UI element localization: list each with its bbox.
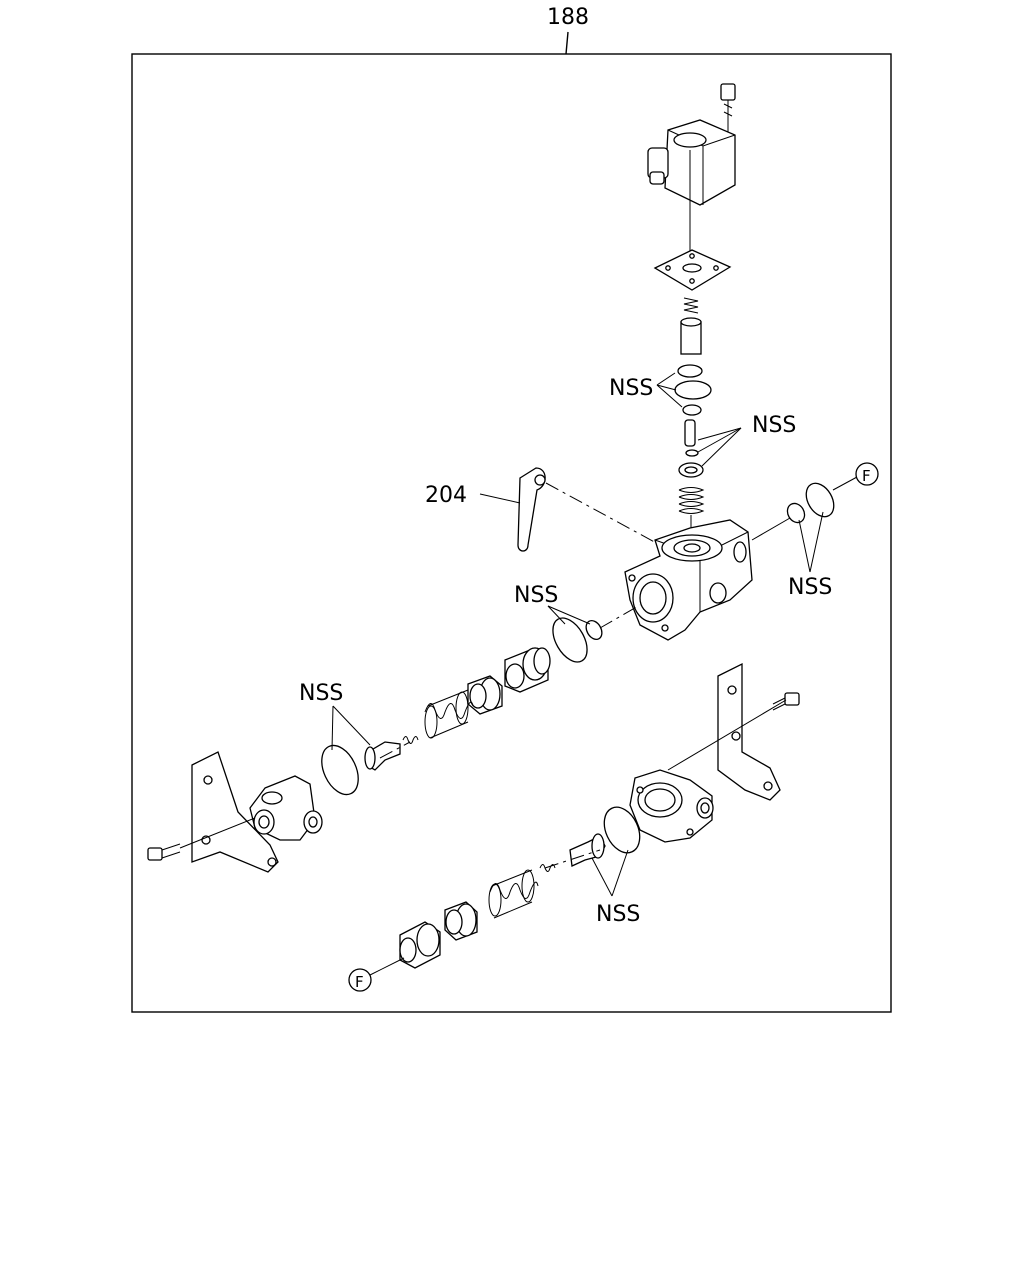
coil-spring-right-lower — [488, 869, 539, 919]
nss-leader — [547, 605, 566, 625]
square-gasket — [653, 249, 732, 291]
small-spring-top — [683, 297, 699, 314]
main-valve-body — [624, 519, 753, 641]
relay-valve-right — [629, 769, 714, 843]
coil-spring-upper — [678, 487, 705, 514]
ref-f-leader-lower — [369, 957, 405, 976]
diagram-frame — [131, 53, 892, 1013]
o-ring-upper-2 — [674, 380, 712, 400]
cup-seal-upper — [467, 675, 503, 715]
part-callout-204: 204 — [425, 483, 467, 508]
left-train-axis-line — [379, 741, 411, 759]
nss-leader — [332, 705, 371, 746]
nss-leader — [656, 372, 676, 386]
right-bolt-axis-line — [667, 699, 787, 771]
nss-leader — [701, 427, 742, 467]
assembly-leader-line — [565, 31, 569, 55]
ref-marker-f-lower — [348, 968, 372, 992]
plunger-sleeve — [680, 317, 702, 355]
nss-label-upper-left: NSS — [609, 376, 653, 401]
o-ring-upper-1 — [677, 364, 703, 378]
part-callout-leader — [479, 493, 521, 504]
nss-leader — [809, 511, 824, 573]
valve-pin — [684, 419, 696, 447]
nss-leader — [331, 705, 334, 751]
nss-leader — [656, 384, 683, 408]
small-seal-ring — [685, 449, 699, 457]
ref-marker-f-upper-text: F — [862, 467, 871, 485]
nss-leader — [611, 849, 629, 897]
nss-label-upper-right: NSS — [752, 413, 796, 438]
assembly-number-label: 188 — [547, 5, 589, 30]
o-ring-left-upper — [321, 744, 359, 796]
o-ring-right-large — [805, 482, 835, 518]
nss-label-right: NSS — [788, 575, 832, 600]
nss-label-middle: NSS — [514, 583, 558, 608]
o-ring-middle-small — [585, 620, 603, 640]
nss-leader — [697, 427, 742, 441]
ref-marker-f-lower-text: F — [355, 973, 364, 991]
o-ring-right-small — [786, 502, 806, 524]
bolt-left — [147, 843, 181, 861]
o-ring-right-lower — [603, 806, 641, 854]
small-spring-right-lower — [539, 864, 556, 872]
valve-stem-right-lower — [569, 833, 606, 867]
body-right-axis-line — [751, 517, 791, 541]
cup-seal-lower — [444, 901, 478, 941]
nss-leader — [697, 427, 742, 453]
nss-leader — [591, 857, 613, 897]
lever-arm — [517, 467, 546, 552]
bolt-right — [772, 692, 800, 711]
valve-stem-left-upper — [364, 741, 401, 771]
piston-lower — [399, 921, 441, 969]
nss-leader — [798, 519, 811, 573]
nss-leader — [656, 384, 677, 391]
o-ring-upper-3 — [682, 404, 702, 416]
nss-label-right-lower: NSS — [596, 902, 640, 927]
o-ring-middle-large — [552, 617, 588, 663]
nss-label-left-upper: NSS — [299, 681, 343, 706]
left-bolt-axis-line — [179, 817, 256, 849]
ref-f-leader-upper — [832, 476, 858, 491]
right-train-axis-line — [544, 849, 601, 869]
ref-marker-f-upper — [855, 462, 879, 486]
lever-axis-line — [545, 482, 661, 546]
body-axis-line — [599, 604, 641, 629]
piston-upper — [504, 647, 551, 693]
nss-leader — [547, 605, 591, 625]
relay-valve-left — [249, 775, 323, 841]
bracket-right — [717, 662, 781, 801]
small-spring-left-upper — [402, 736, 419, 744]
coil-spring-left-upper — [424, 689, 474, 739]
bracket-left — [191, 751, 279, 873]
valve-seat-upper — [678, 462, 704, 478]
solenoid-housing — [647, 119, 736, 206]
